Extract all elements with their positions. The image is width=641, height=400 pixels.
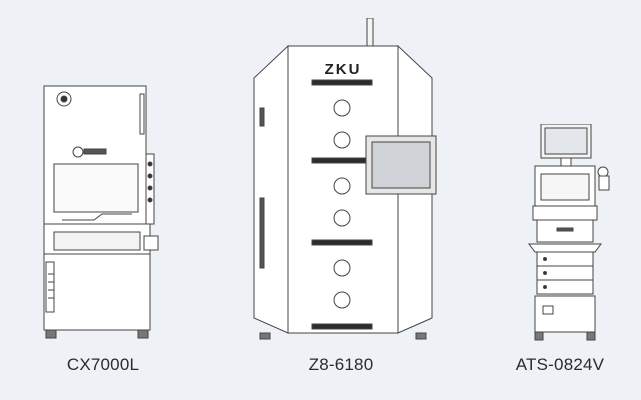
ats-0824v-machine-drawing xyxy=(528,124,610,341)
ats-0824v-label: ATS-0824V xyxy=(515,355,605,374)
cx7000l-label: CX7000L xyxy=(66,355,140,374)
cx7000l-machine-drawing xyxy=(43,85,159,339)
svg-text:ZKU: ZKU xyxy=(325,61,362,78)
z8-6180-label: Z8-6180 xyxy=(308,355,374,374)
z8-6180-machine-drawing: ZKU xyxy=(253,18,437,340)
